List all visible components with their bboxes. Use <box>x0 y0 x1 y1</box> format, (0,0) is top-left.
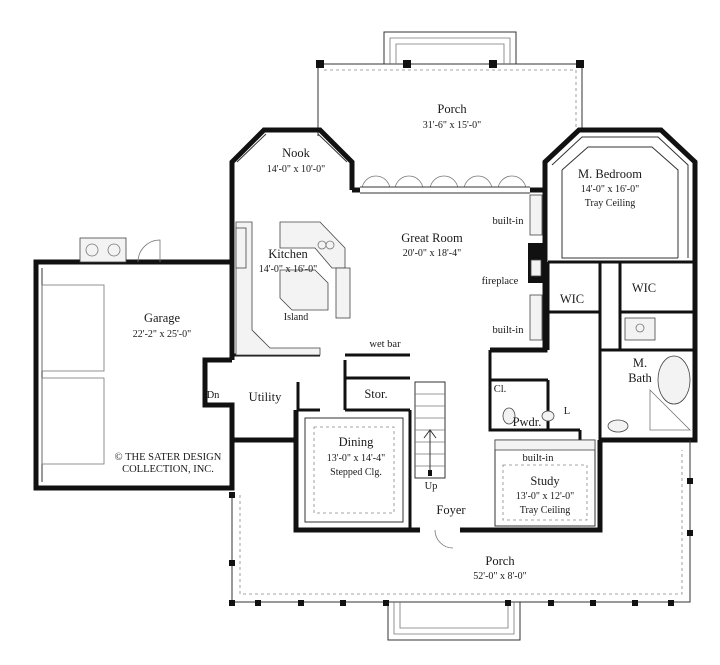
kitchen-dims: 14'-0" x 16'-0" <box>259 264 317 275</box>
built-in-upper-label: built-in <box>493 216 525 227</box>
porch-front-dims: 52'-0" x 8'-0" <box>473 571 526 582</box>
closet-label: Cl. <box>494 384 507 395</box>
kitchen-fixtures <box>235 221 351 356</box>
m-bedroom-note: Tray Ceiling <box>585 198 635 209</box>
island-label: Island <box>284 312 308 323</box>
fireplace-label: fireplace <box>482 276 519 287</box>
powder-name: Pwdr. <box>513 415 542 429</box>
m-bedroom-name: M. Bedroom <box>578 167 642 181</box>
porch-rear-name: Porch <box>437 102 467 116</box>
porch-rear-dims: 31'-6" x 15'-0" <box>423 120 481 131</box>
nook-dims: 14'-0" x 10'-0" <box>267 164 325 175</box>
foyer-name: Foyer <box>436 503 466 517</box>
built-in-lower-label: built-in <box>493 325 525 336</box>
dining-ceiling <box>304 417 404 523</box>
utility-name: Utility <box>249 390 282 404</box>
wic-left-name: WIC <box>560 292 584 306</box>
great-room-rear-wall <box>352 175 545 194</box>
garage <box>33 237 235 491</box>
storage-name: Stor. <box>364 387 387 401</box>
copyright-line-2: COLLECTION, INC. <box>122 464 214 475</box>
linen-label: L <box>564 406 570 417</box>
garage-name: Garage <box>144 311 181 325</box>
wet-bar-label: wet bar <box>369 339 401 350</box>
dining-dims: 13'-0" x 14'-4" <box>327 453 385 464</box>
stairs-up-label: Up <box>425 481 438 492</box>
m-bath-name-1: M. <box>633 356 647 370</box>
wic-right-name: WIC <box>632 281 656 295</box>
m-bath-name-2: Bath <box>628 371 652 385</box>
study-dims: 13'-0" x 12'-0" <box>516 491 574 502</box>
stairs <box>414 381 446 479</box>
dining-name: Dining <box>339 435 374 449</box>
bath-fixtures <box>502 317 691 433</box>
study-ceiling <box>494 439 596 527</box>
garage-dims: 22'-2" x 25'-0" <box>133 329 191 340</box>
great-room-dims: 20'-0" x 18'-4" <box>403 248 461 259</box>
stairs-down-label: Dn <box>207 390 221 401</box>
nook-walls <box>229 127 355 220</box>
kitchen-name: Kitchen <box>268 247 308 261</box>
porch-front-name: Porch <box>485 554 515 568</box>
dining-note: Stepped Clg. <box>330 467 382 478</box>
main-walls <box>202 190 698 549</box>
m-bedroom-dims: 14'-0" x 16'-0" <box>581 184 639 195</box>
front-porch <box>229 440 693 641</box>
built-in-study-label: built-in <box>523 453 555 464</box>
great-room-name: Great Room <box>401 231 463 245</box>
nook-name: Nook <box>282 146 311 160</box>
study-note: Tray Ceiling <box>520 505 570 516</box>
copyright-line-1: © THE SATER DESIGN <box>115 452 222 463</box>
study-name: Study <box>530 474 560 488</box>
rear-porch <box>316 31 584 136</box>
